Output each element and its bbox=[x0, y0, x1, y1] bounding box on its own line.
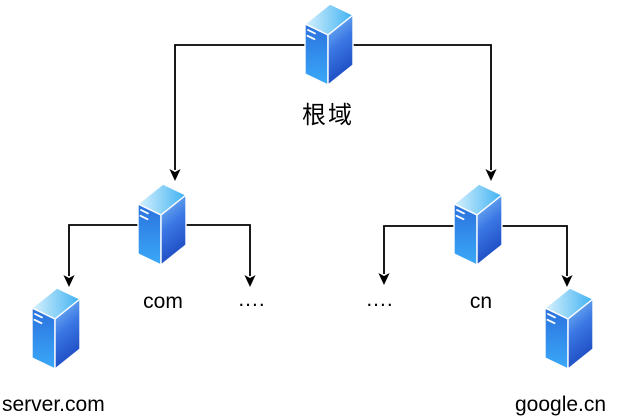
arrow-down-icon bbox=[485, 169, 497, 181]
node-label-dots-right: .... bbox=[366, 288, 394, 311]
node-label-dots-left: .... bbox=[238, 288, 266, 311]
node-label-com: com bbox=[143, 290, 183, 313]
servercom-server-icon bbox=[31, 287, 81, 370]
arrow-down-icon bbox=[169, 169, 181, 181]
edge-com-to-dots bbox=[162, 224, 251, 276]
edge-cn-to-googlecn bbox=[478, 225, 568, 276]
node-label-google-cn: google.cn bbox=[515, 393, 607, 416]
edge-root-to-com bbox=[174, 44, 329, 170]
node-label-server-com: server.com bbox=[2, 393, 105, 416]
root-server-icon bbox=[304, 3, 354, 86]
arrow-down-icon bbox=[63, 275, 75, 287]
edge-cn-to-dots bbox=[383, 225, 478, 274]
arrow-down-icon bbox=[244, 275, 256, 287]
edge-lines bbox=[68, 44, 568, 276]
arrow-down-icon bbox=[561, 275, 573, 287]
com-server-icon bbox=[137, 183, 187, 266]
edge-com-to-servercom bbox=[68, 224, 162, 276]
googlecn-server-icon bbox=[544, 287, 594, 370]
edge-root-to-cn bbox=[329, 44, 492, 170]
arrow-down-icon bbox=[378, 273, 390, 285]
node-label-cn: cn bbox=[469, 290, 493, 313]
node-label-root: 根域 bbox=[302, 102, 354, 129]
cn-server-icon bbox=[453, 183, 503, 266]
